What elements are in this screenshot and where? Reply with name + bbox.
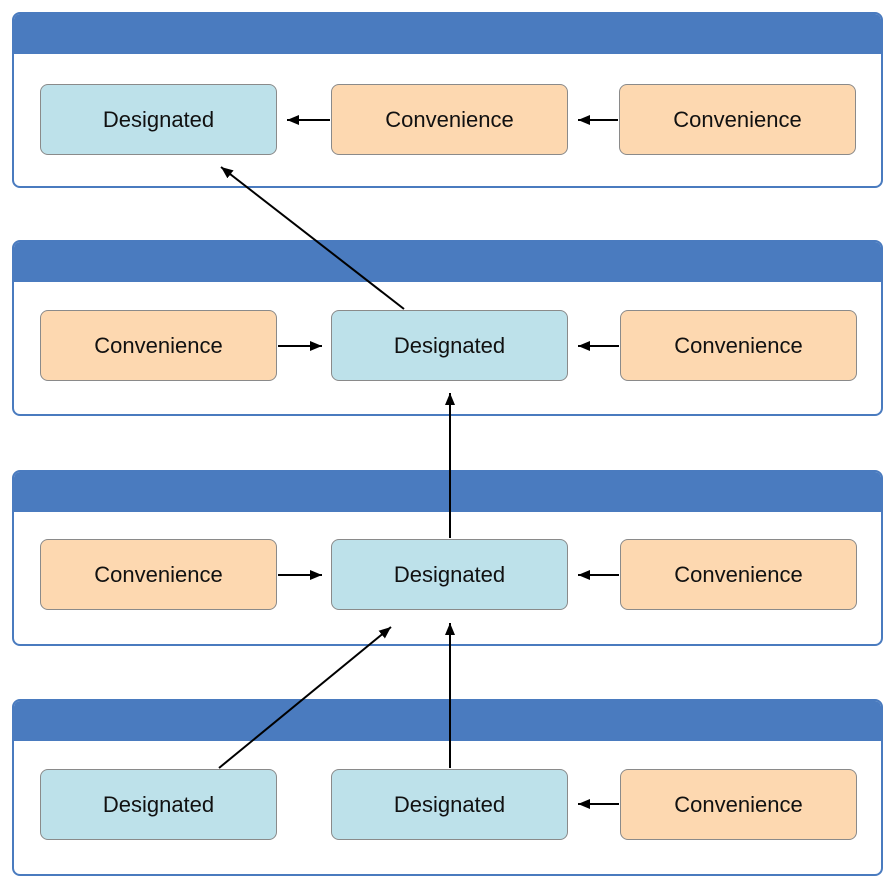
convenience-initializer-node: Convenience [40,539,277,610]
designated-initializer-node: Designated [40,769,277,840]
class-panel-header [14,701,881,741]
class-panel-header [14,242,881,282]
class-panel-header [14,14,881,54]
designated-initializer-node: Designated [40,84,277,155]
designated-initializer-node: Designated [331,310,568,381]
convenience-initializer-node: Convenience [619,84,856,155]
designated-initializer-node: Designated [331,769,568,840]
class-panel-header [14,472,881,512]
convenience-initializer-node: Convenience [40,310,277,381]
convenience-initializer-node: Convenience [620,769,857,840]
convenience-initializer-node: Convenience [620,539,857,610]
designated-initializer-node: Designated [331,539,568,610]
convenience-initializer-node: Convenience [331,84,568,155]
convenience-initializer-node: Convenience [620,310,857,381]
